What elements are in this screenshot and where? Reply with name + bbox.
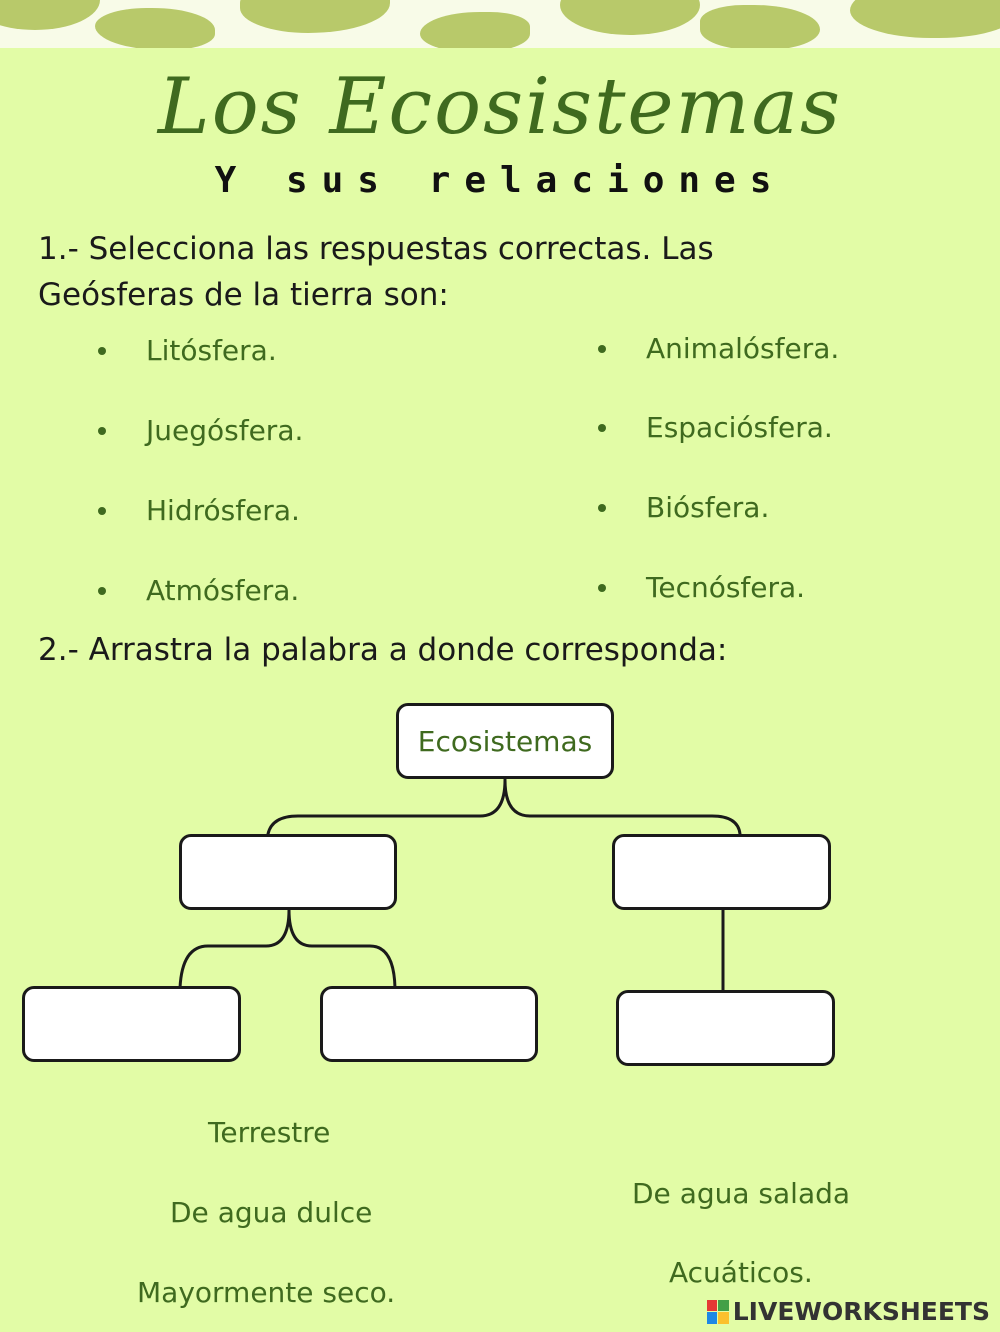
drop-box-right-category[interactable] <box>612 834 831 910</box>
option-biosfera[interactable]: Biósfera. <box>598 491 769 524</box>
bullet-icon <box>98 426 106 435</box>
option-label: Atmósfera. <box>146 574 300 607</box>
ecosystems-root-box: Ecosistemas <box>396 703 614 779</box>
page-title: Los Ecosistemas <box>157 62 843 152</box>
option-juegosfera[interactable]: Juegósfera. <box>98 414 303 447</box>
bullet-icon <box>598 344 606 353</box>
option-label: Juegósfera. <box>146 414 304 447</box>
bullet-icon <box>98 506 106 515</box>
option-label: Tecnósfera. <box>646 571 806 604</box>
page-subtitle: Y sus relaciones <box>214 160 786 201</box>
drop-box-right-sub[interactable] <box>616 990 835 1066</box>
option-atmosfera[interactable]: Atmósfera. <box>98 574 299 607</box>
decorative-pattern-banner <box>0 0 1000 48</box>
draggable-word-agua-salada[interactable]: De agua salada <box>632 1177 851 1210</box>
logo-text: LIVEWORKSHEETS <box>732 1297 990 1326</box>
bullet-icon <box>598 503 606 512</box>
logo-mark-icon <box>706 1299 729 1324</box>
root-label: Ecosistemas <box>417 724 593 758</box>
bullet-icon <box>598 423 606 432</box>
draggable-word-agua-dulce[interactable]: De agua dulce <box>170 1196 373 1229</box>
option-espaciosfera[interactable]: Espaciósfera. <box>598 411 833 444</box>
option-animalosfera[interactable]: Animalósfera. <box>598 332 839 365</box>
drop-box-left-sub-1[interactable] <box>22 986 241 1062</box>
option-label: Biósfera. <box>646 491 770 524</box>
drop-box-left-sub-2[interactable] <box>320 986 538 1062</box>
bullet-icon <box>98 586 106 595</box>
liveworksheets-logo: LIVEWORKSHEETS <box>706 1297 990 1326</box>
draggable-word-mayormente-seco[interactable]: Mayormente seco. <box>137 1276 396 1309</box>
option-tecnosfera[interactable]: Tecnósfera. <box>598 571 805 604</box>
draggable-word-terrestre[interactable]: Terrestre <box>208 1116 331 1149</box>
option-label: Hidrósfera. <box>146 494 300 527</box>
bullet-icon <box>598 583 606 592</box>
option-label: Animalósfera. <box>646 332 840 365</box>
question-2-prompt: 2.- Arrastra la palabra a donde correspo… <box>38 632 728 668</box>
option-litosfera[interactable]: Litósfera. <box>98 334 277 367</box>
bullet-icon <box>98 346 106 355</box>
option-label: Litósfera. <box>146 334 277 367</box>
option-hidrosfera[interactable]: Hidrósfera. <box>98 494 300 527</box>
draggable-word-acuaticos[interactable]: Acuáticos. <box>669 1256 813 1289</box>
option-label: Espaciósfera. <box>646 411 833 444</box>
drop-box-left-category[interactable] <box>179 834 397 910</box>
question-1-prompt: 1.- Selecciona las respuestas correctas.… <box>38 231 714 313</box>
